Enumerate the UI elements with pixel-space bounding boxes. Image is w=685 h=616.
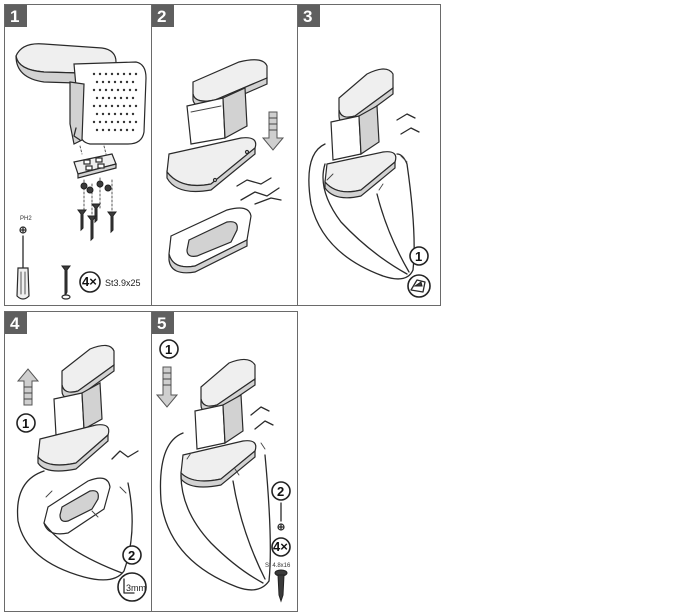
svg-text:1: 1 [165,342,172,357]
clip-press-icon [407,274,431,298]
panel-5: 5 1 2 4× St [151,311,298,612]
panel-3: 3 1 [297,4,441,306]
svg-text:4×: 4× [273,539,288,554]
svg-text:3: 3 [303,7,312,26]
step-1-badge: 1 [16,413,36,433]
screw-spec-label: St 4.8x16 [265,563,291,569]
up-arrow-icon [16,368,40,406]
armrest-lowering-drawing [166,59,285,274]
screwdriver-icon [277,502,285,531]
svg-text:4: 4 [10,314,20,333]
screw-count-badge: 4× [271,537,291,557]
svg-text:5: 5 [157,314,166,333]
armrest-assembled-drawing: PH2 4× St3.9x25 [15,43,147,300]
panel-4-badge: 4 [5,312,27,334]
screw-icon [274,569,288,603]
panel-2-badge: 2 [152,5,174,27]
panel-5-badge: 5 [152,312,174,334]
svg-text:1: 1 [22,416,29,431]
step-2-badge: 2 [271,481,291,501]
screw-icon [61,265,71,300]
svg-text:1: 1 [415,249,422,264]
svg-text:2: 2 [128,548,135,563]
down-arrow-icon [155,366,179,408]
step-1-badge: 1 [409,246,429,266]
panel-4: 4 1 2 3mm [4,311,152,612]
screwdriver-icon: PH2 [16,216,32,300]
mounting-screws [77,177,117,242]
svg-text:4×: 4× [82,274,97,289]
step-2-badge: 2 [122,545,142,565]
allen-key-icon: 3mm [117,572,147,602]
panel-1: 1 [4,4,152,306]
screw-count-badge: 4× [79,271,101,293]
armrest-cover-attach-drawing: 1 [308,68,431,298]
screw-spec-label: St3.9x25 [105,278,141,288]
panel-1-badge: 1 [5,5,27,27]
armrest-lift-drawing: 1 2 3mm [16,344,147,602]
svg-text:2: 2 [157,7,166,26]
svg-text:1: 1 [10,7,19,26]
svg-text:2: 2 [277,484,284,499]
panel-3-badge: 3 [298,5,320,27]
down-arrow-icon [261,111,285,151]
panel-2: 2 [151,4,298,306]
svg-text:3mm: 3mm [126,583,146,593]
svg-text:PH2: PH2 [20,216,32,222]
perforated-pattern [92,72,138,132]
step-1-badge: 1 [159,339,179,359]
armrest-final-assembly-drawing: 1 2 4× St 4.8x16 [155,339,291,603]
